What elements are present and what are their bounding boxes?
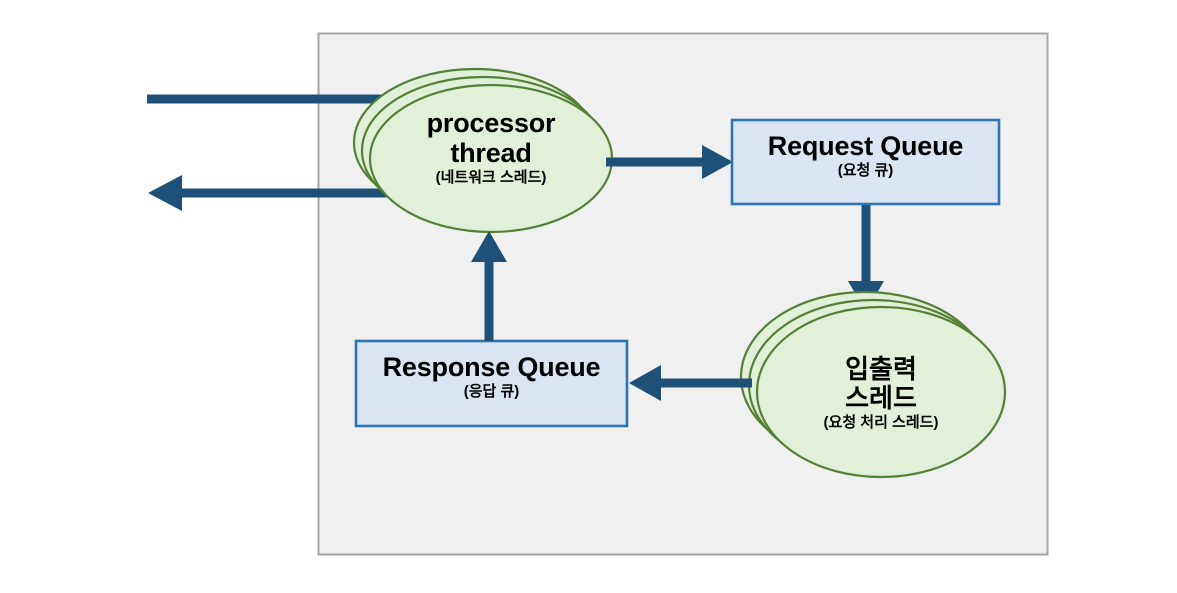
connector-response-queue-to-processor	[471, 231, 507, 341]
connector-processor-to-request-queue	[606, 145, 733, 179]
connector-io-thread-to-response-queue	[629, 365, 752, 401]
processor-thread-ellipse[interactable]	[368, 83, 614, 234]
io-thread-stack[interactable]	[739, 290, 1007, 479]
processor-thread-stack[interactable]	[352, 67, 614, 234]
response-queue-box[interactable]	[354, 339, 629, 428]
request-queue-box[interactable]	[730, 118, 1001, 206]
io-thread-ellipse[interactable]	[755, 305, 1007, 479]
connector-outbound-response	[148, 175, 400, 211]
